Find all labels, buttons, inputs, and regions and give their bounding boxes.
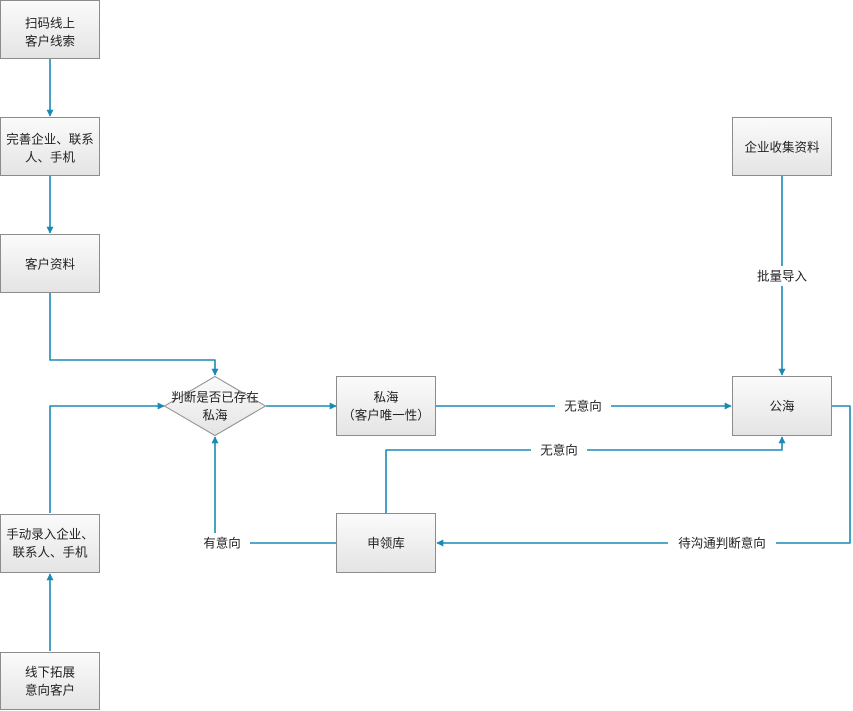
node-customer-data-line1: 客户资料 [25, 257, 76, 272]
node-private-sea-line2: （客户唯一性） [342, 408, 430, 423]
node-scan-leads-line1: 扫码线上 [25, 16, 75, 31]
node-manual-entry[interactable]: 手动录入企业、 联系人、手机 [0, 514, 100, 573]
node-complete-info-line1: 完善企业、联系 [6, 132, 94, 147]
edge-label-no-intent-private: 无意向 [555, 396, 611, 416]
edge-public-to-claim [436, 405, 851, 547]
node-offline-expand-line1: 线下拓展 [25, 665, 75, 680]
edge-manual-to-judge [49, 402, 165, 513]
node-offline-expand-line2: 意向客户 [25, 683, 75, 698]
node-judge-exists-line1: 判断是否已存在 [171, 390, 259, 405]
node-customer-data[interactable]: 客户资料 [0, 234, 100, 293]
node-scan-leads[interactable]: 扫码线上 客户线索 [0, 0, 100, 59]
node-judge-exists[interactable]: 判断是否已存在 私海 [163, 375, 267, 437]
edge-label-batch-import: 批量导入 [752, 266, 812, 286]
edge-label-no-intent-private-text: 无意向 [564, 399, 602, 414]
node-public-sea[interactable]: 公海 [732, 376, 832, 436]
edge-label-has-intent-text: 有意向 [203, 536, 241, 551]
edge-label-has-intent: 有意向 [194, 533, 250, 553]
node-public-sea-line1: 公海 [769, 399, 795, 414]
edge-label-no-intent-claim: 无意向 [531, 440, 587, 460]
node-claim-pool[interactable]: 申领库 [336, 513, 436, 573]
node-company-collect-line1: 企业收集资料 [744, 140, 820, 155]
node-complete-info-line2: 人、手机 [25, 150, 76, 165]
node-company-collect[interactable]: 企业收集资料 [732, 117, 832, 176]
edge-customer-data-to-judge [49, 293, 219, 376]
node-offline-expand[interactable]: 线下拓展 意向客户 [0, 652, 100, 710]
edge-label-batch-import-text: 批量导入 [757, 269, 808, 284]
node-manual-entry-line2: 联系人、手机 [12, 545, 88, 560]
node-private-sea-line1: 私海 [373, 390, 399, 405]
node-judge-exists-line2: 私海 [202, 408, 228, 423]
node-private-sea[interactable]: 私海 （客户唯一性） [336, 376, 436, 436]
node-manual-entry-line1: 手动录入企业、 [6, 527, 94, 542]
edge-claim-to-judge [211, 436, 336, 544]
edge-label-pending-contact: 待沟通判断意向 [668, 533, 776, 553]
edge-label-pending-contact-text: 待沟通判断意向 [678, 536, 766, 551]
node-scan-leads-line2: 客户线索 [25, 34, 75, 49]
node-complete-info[interactable]: 完善企业、联系 人、手机 [0, 117, 100, 176]
edge-label-no-intent-claim-text: 无意向 [540, 443, 578, 458]
node-claim-pool-line1: 申领库 [367, 536, 405, 551]
